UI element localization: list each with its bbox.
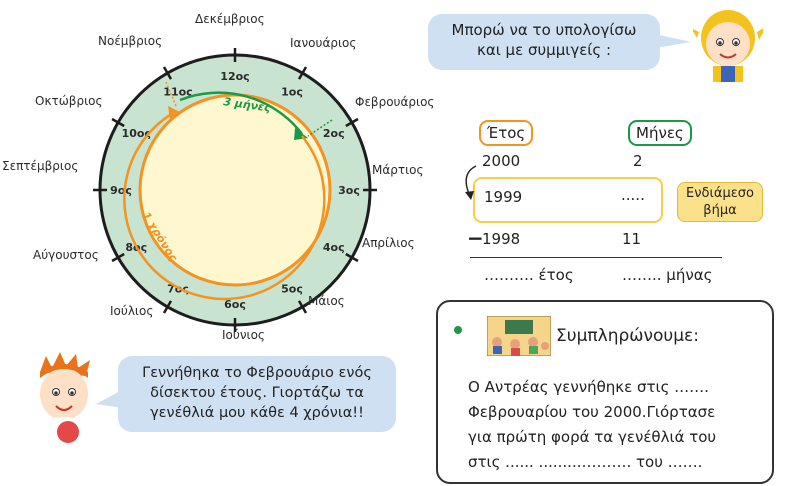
intermediate-line-1: Ενδιάμεσο <box>686 186 754 201</box>
girl-bubble-line-1: Μπορώ να το υπολογίσω <box>451 21 637 39</box>
wheel-tick <box>345 117 359 128</box>
boy-character <box>40 352 90 448</box>
classroom-icon <box>487 316 551 356</box>
fill-in-line-3: για πρώτη φορά τα γενέθλιά του <box>468 428 717 446</box>
girl-bubble-tail <box>655 34 691 48</box>
wheel-tick <box>162 300 173 314</box>
month-label-august: Αύγουστος <box>33 248 99 262</box>
wheel-ordinal: 1ος <box>281 85 303 98</box>
wheel-tick <box>111 117 125 128</box>
three-months-arrowhead <box>294 128 308 140</box>
boy-speech-bubble: Γεννήθηκα το Φεβρουάριο ενός δίσεκτου έτ… <box>118 356 396 432</box>
wheel-tick <box>162 66 173 80</box>
fill-in-line-2: Φεβρουαρίου του 2000.Γιόρτασε <box>468 403 716 421</box>
wheel-tick <box>345 252 359 263</box>
result-month: …….. μήνας <box>622 266 713 284</box>
fill-in-line-1: Ο Αντρέας γεννήθηκε στις ……. <box>468 378 709 396</box>
wheel-ordinal: 10ος <box>122 127 151 140</box>
wheel-ticks <box>93 48 377 332</box>
row2-year: 1999 <box>484 188 523 206</box>
month-label-september: Σεπτέμβριος <box>2 159 79 173</box>
year-header: Έτος <box>479 120 534 146</box>
month-label-may: Μάιος <box>308 294 345 308</box>
wheel-ordinal: 12ος <box>220 70 249 83</box>
girl-character <box>693 10 763 82</box>
month-label-october: Οκτώβριος <box>35 94 103 108</box>
dotted-connector-11 <box>165 81 177 107</box>
months-wheel: 12ος1ος2ος3ος4ος5ος6ος7ος8ος9ος10ος11ος … <box>93 48 377 332</box>
month-label-february: Φεβρουάριος <box>355 95 435 109</box>
intermediate-step-box <box>473 177 663 223</box>
wheel-tick <box>297 300 308 314</box>
wheel-ordinal: 6ος <box>224 298 246 311</box>
row1-month: 2 <box>633 152 643 170</box>
month-label-december: Δεκέμβριος <box>195 12 265 26</box>
wheel-tick <box>297 66 308 80</box>
month-header: Μήνες <box>628 120 692 146</box>
intermediate-step-label: Ενδιάμεσο βήμα <box>677 182 763 222</box>
girl-speech-bubble: Μπορώ να το υπολογίσω και με συμμιγείς : <box>428 14 660 70</box>
minus-sign: − <box>467 226 484 250</box>
row2-month: ..... <box>621 186 645 204</box>
row1-year: 2000 <box>482 152 521 170</box>
row3-month: 11 <box>622 230 642 248</box>
boy-bubble-line-3: γενέθλιά μου κάθε 4 χρόνια!! <box>150 405 364 421</box>
row3-year: 1998 <box>482 230 521 248</box>
month-label-july: Ιούλιος <box>110 304 154 318</box>
intermediate-line-2: βήμα <box>703 203 737 218</box>
wheel-ordinal: 5ος <box>281 283 303 296</box>
boy-bubble-tail <box>96 390 122 408</box>
boy-bubble-line-2: δίσεκτου έτους. Γιορτάζω τα <box>150 385 364 401</box>
three-months-arc <box>179 91 303 135</box>
result-line <box>470 257 722 258</box>
wheel-ordinal: 9ος <box>110 184 132 197</box>
bullet-dot <box>454 326 462 334</box>
month-label-april: Απρίλιος <box>362 236 415 250</box>
month-label-november: Νοέμβριος <box>98 34 163 48</box>
fill-in-line-4: στις ...... .........………. του ……. <box>468 453 703 471</box>
result-year: ………. έτος <box>484 266 574 284</box>
wheel-ordinal: 4ος <box>323 241 345 254</box>
wheel-tick <box>111 252 125 263</box>
wheel-ordinal: 3ος <box>338 184 360 197</box>
month-label-june: Ιούνιος <box>222 328 265 342</box>
month-label-january: Ιανουάριος <box>290 36 357 50</box>
borrow-arrow <box>465 165 477 200</box>
month-label-march: Μάρτιος <box>372 163 424 177</box>
one-year-arc <box>123 110 326 301</box>
wheel-ordinal: 2ος <box>323 127 345 140</box>
girl-bubble-line-2: και με συμμιγείς : <box>476 41 612 59</box>
fill-in-title: Συμπληρώνουμε: <box>556 326 699 346</box>
dotted-connector-2 <box>307 119 333 137</box>
one-year-arrowhead <box>168 106 180 120</box>
boy-bubble-line-1: Γεννήθηκα το Φεβρουάριο ενός <box>142 365 372 381</box>
